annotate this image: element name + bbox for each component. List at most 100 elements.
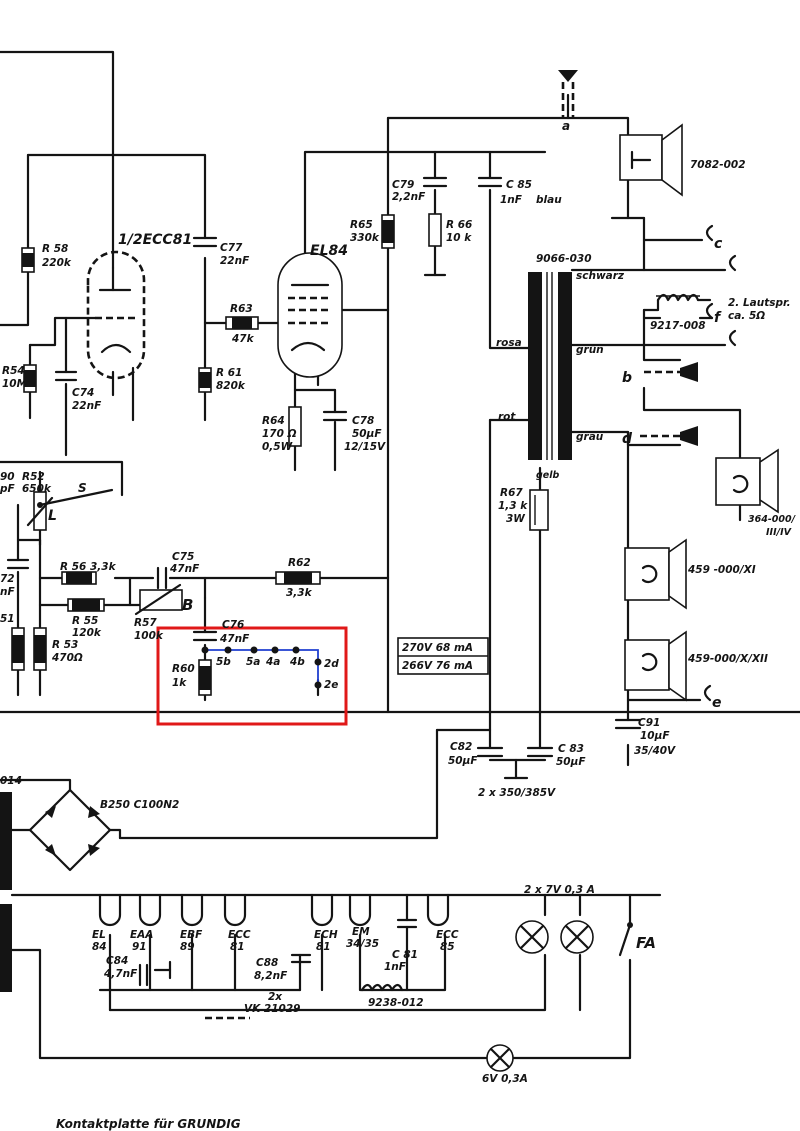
capacitors [6, 176, 642, 758]
svg-text:R 56: R 56 [60, 561, 86, 573]
svg-text:5a: 5a [246, 656, 260, 668]
svg-text:nF: nF [0, 586, 15, 598]
svg-text:47nF: 47nF [219, 633, 250, 645]
svg-text:EM: EM [352, 926, 370, 938]
connector-a [558, 70, 578, 118]
svg-text:266V 76 mA: 266V 76 mA [402, 660, 473, 672]
svg-text:R64: R64 [262, 415, 285, 427]
svg-text:89: 89 [180, 941, 195, 953]
svg-text:EL: EL [92, 929, 106, 941]
svg-text:R65: R65 [350, 219, 373, 231]
svg-text:C 85: C 85 [506, 179, 532, 191]
svg-text:R57: R57 [134, 617, 157, 629]
speaker-7082 [619, 123, 683, 197]
tube-ecc81 [86, 250, 146, 380]
svg-text:2d: 2d [324, 658, 339, 670]
svg-text:pF: pF [0, 483, 16, 495]
svg-text:85: 85 [440, 941, 455, 953]
contact-plate [156, 626, 348, 726]
svg-text:C84: C84 [106, 955, 128, 967]
svg-text:ECC: ECC [436, 929, 459, 941]
svg-text:b: b [622, 370, 632, 386]
svg-text:C88: C88 [256, 957, 278, 969]
heater-chain [0, 893, 662, 1072]
svg-text:B: B [182, 596, 193, 614]
svg-text:C 83: C 83 [558, 743, 584, 755]
svg-text:270V 68 mA: 270V 68 mA [402, 642, 473, 654]
svg-text:22nF: 22nF [220, 255, 250, 267]
svg-text:1nF: 1nF [500, 194, 523, 206]
svg-text:2,2nF: 2,2nF [392, 191, 426, 203]
svg-text:170 Ω: 170 Ω [262, 428, 297, 440]
tube-ecc81-label: 1/2ECC81 [118, 232, 192, 248]
svg-text:C75: C75 [172, 551, 194, 563]
svg-text:220k: 220k [42, 257, 72, 269]
resistors [11, 213, 442, 696]
svg-text:EAA: EAA [130, 929, 153, 941]
svg-text:4,7nF: 4,7nF [103, 968, 138, 980]
svg-text:S: S [78, 481, 87, 495]
svg-text:a: a [562, 119, 570, 133]
svg-text:FA: FA [636, 934, 656, 952]
svg-text:ECC: ECC [228, 929, 251, 941]
svg-text:10µF: 10µF [640, 730, 670, 742]
svg-text:5b: 5b [216, 656, 231, 668]
jacks [640, 224, 737, 702]
svg-text:ECH: ECH [314, 929, 338, 941]
tube-el84 [277, 252, 343, 378]
svg-text:34/35: 34/35 [346, 938, 379, 950]
svg-text:100k: 100k [134, 630, 164, 642]
wiring-top [0, 50, 800, 840]
svg-text:0,5W: 0,5W [262, 441, 293, 453]
svg-text:R67: R67 [500, 487, 523, 499]
svg-text:10M: 10M [2, 378, 28, 390]
svg-text:459 -000/XI: 459 -000/XI [687, 564, 756, 576]
svg-text:f: f [714, 310, 722, 326]
svg-text:6V 0,3A: 6V 0,3A [482, 1073, 528, 1085]
svg-text:R 61: R 61 [216, 367, 242, 379]
svg-text:c: c [714, 236, 723, 252]
svg-text:35/40V: 35/40V [634, 745, 676, 757]
svg-text:4b: 4b [289, 656, 305, 668]
svg-text:R 53: R 53 [52, 639, 78, 651]
svg-text:9217-008: 9217-008 [650, 320, 706, 332]
svg-text:blau: blau [536, 194, 562, 206]
svg-text:51: 51 [0, 613, 15, 625]
svg-text:rot: rot [498, 411, 516, 423]
svg-text:2 x 7V 0,3 A: 2 x 7V 0,3 A [524, 884, 595, 896]
svg-text:L: L [48, 508, 57, 524]
svg-text:7082-002: 7082-002 [690, 159, 746, 171]
svg-text:120k: 120k [72, 627, 102, 639]
svg-text:459-000/X/XII: 459-000/X/XII [687, 653, 768, 665]
svg-text:3,3k: 3,3k [286, 587, 313, 599]
svg-text:9066-030: 9066-030 [536, 253, 592, 265]
svg-text:R60: R60 [172, 663, 195, 675]
svg-text:EBF: EBF [180, 929, 203, 941]
svg-text:50µF: 50µF [352, 428, 382, 440]
highlight-box [156, 626, 348, 726]
svg-text:84: 84 [92, 941, 107, 953]
svg-text:grau: grau [576, 431, 604, 443]
svg-text:R54: R54 [2, 365, 25, 377]
svg-text:22nF: 22nF [72, 400, 102, 412]
svg-text:330k: 330k [350, 232, 380, 244]
voltage-box [397, 637, 489, 675]
svg-text:3W: 3W [506, 513, 525, 525]
svg-text:R 55: R 55 [72, 615, 98, 627]
svg-text:50µF: 50µF [448, 755, 478, 767]
svg-text:R 66: R 66 [446, 219, 472, 231]
svg-text:e: e [712, 695, 722, 711]
svg-text:91: 91 [132, 941, 147, 953]
svg-text:820k: 820k [216, 380, 246, 392]
svg-text:81: 81 [230, 941, 245, 953]
svg-text:grün: grün [576, 344, 604, 356]
tube-el84-label: EL84 [310, 243, 348, 259]
svg-text:2. Lautspr.: 2. Lautspr. [728, 297, 791, 309]
labels: 1/2ECC81 EL84 R 58 220k C77 22nF R63 47k… [0, 119, 797, 1131]
svg-text:III/IV: III/IV [766, 527, 792, 538]
svg-text:C77: C77 [220, 242, 243, 254]
svg-text:C82: C82 [450, 741, 472, 753]
svg-text:650k: 650k [22, 483, 52, 495]
svg-text:ca. 5Ω: ca. 5Ω [728, 310, 765, 322]
svg-text:C79: C79 [392, 179, 414, 191]
